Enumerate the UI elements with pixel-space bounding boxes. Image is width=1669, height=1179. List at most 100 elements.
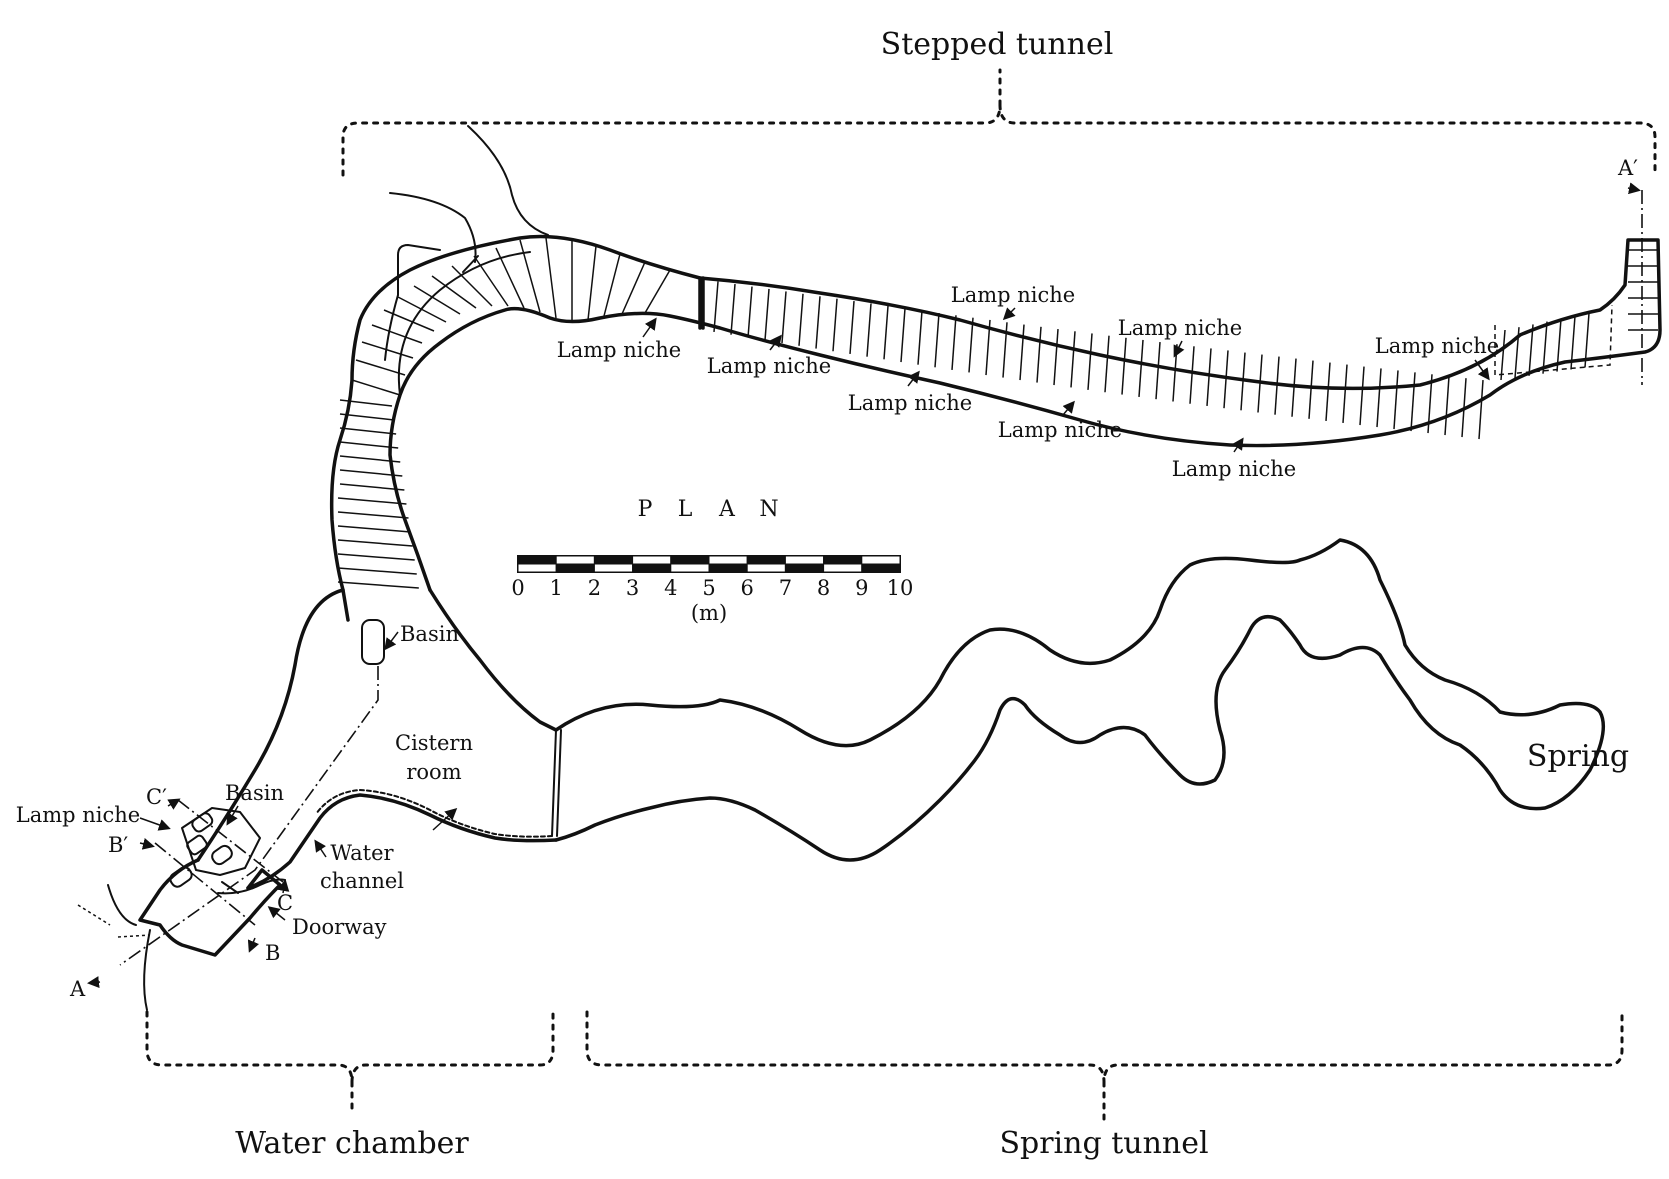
step-line: [968, 317, 974, 373]
step-line: [451, 265, 493, 307]
step-line: [798, 293, 804, 346]
step-line: [1291, 358, 1297, 417]
step-line: [339, 469, 403, 477]
step-line: [644, 269, 671, 314]
step-line: [1257, 354, 1263, 413]
stepped-tunnel-label: Stepped tunnel: [881, 27, 1114, 62]
step-line: [1019, 324, 1025, 381]
lamp-niche-labels: Lamp niche Lamp niche Lamp niche Lamp ni…: [16, 283, 1499, 831]
step-line: [1556, 318, 1562, 372]
scale-segment-bottom: [746, 563, 786, 573]
step-hatching: [337, 237, 1658, 589]
step-line: [495, 247, 525, 309]
scale-segment-top: [670, 555, 710, 565]
scale-tick-label: 2: [588, 576, 601, 600]
step-line: [815, 296, 821, 349]
step-line: [747, 286, 753, 338]
room-label: room: [406, 760, 461, 784]
step-line: [431, 275, 477, 309]
step-line: [900, 308, 906, 363]
scale-tick-label: 9: [855, 576, 868, 600]
scale-unit: (m): [691, 601, 727, 625]
scale-tick-label: 0: [511, 576, 524, 600]
lamp-niche-label-6: Lamp niche: [998, 418, 1122, 442]
step-line: [339, 399, 393, 407]
svg-text:N: N: [759, 497, 780, 522]
step-line: [951, 315, 957, 370]
basin-label-lower: Basin: [225, 781, 284, 805]
scale-segment-top: [746, 555, 786, 565]
scale-segment-top: [632, 555, 672, 565]
scale-tick-label: 5: [702, 576, 715, 600]
cistern-label: Cistern: [395, 731, 473, 755]
step-line: [1206, 348, 1212, 407]
step-line: [849, 301, 855, 355]
step-line: [603, 253, 621, 317]
scale-tick-label: 4: [664, 576, 677, 600]
step-line: [339, 441, 399, 449]
section-c-prime-label: C′: [146, 785, 167, 809]
lamp-niche-label-1: Lamp niche: [557, 338, 681, 362]
step-line: [1121, 337, 1127, 395]
step-line: [1393, 370, 1399, 430]
section-a-label: A: [69, 977, 86, 1001]
step-line: [730, 283, 736, 335]
svg-text:L: L: [678, 497, 695, 522]
step-line: [339, 455, 401, 463]
scale-segment-top: [784, 555, 825, 565]
scale-segment-top: [708, 555, 748, 565]
section-a-prime-label: A′: [1617, 156, 1638, 180]
lamp-niche-label-9: Lamp niche: [16, 803, 140, 827]
step-line: [1427, 374, 1433, 434]
step-line: [339, 413, 395, 421]
step-line: [1138, 339, 1144, 397]
step-line: [1584, 313, 1590, 368]
section-b-label: B: [265, 941, 280, 965]
step-line: [383, 309, 435, 332]
step-line: [473, 255, 509, 307]
step-line: [1514, 327, 1520, 378]
scale-tick-label: 10: [887, 576, 914, 600]
step-line: [1274, 356, 1280, 415]
step-line: [355, 359, 406, 376]
water-chamber: [77, 190, 1643, 1011]
scale-tick-label: 8: [817, 576, 830, 600]
lamp-niche-label-5: Lamp niche: [1118, 316, 1242, 340]
scale-tick-label: 3: [626, 576, 639, 600]
lamp-niche-label-2: Lamp niche: [707, 354, 831, 378]
step-line: [545, 237, 557, 319]
step-line: [371, 324, 423, 344]
step-line: [337, 497, 407, 505]
step-line: [587, 245, 597, 321]
spring-tunnel-bracket: [585, 1010, 1624, 1122]
lamp-niche-label-4: Lamp niche: [848, 391, 972, 415]
step-line: [1359, 366, 1365, 426]
step-line: [621, 261, 646, 315]
step-line: [1325, 362, 1331, 421]
lamp-niche-label-8: Lamp niche: [1375, 334, 1499, 358]
spring-tunnel-label: Spring tunnel: [999, 1126, 1208, 1161]
step-line: [337, 567, 417, 575]
step-line: [351, 379, 401, 396]
step-line: [1410, 372, 1416, 432]
stepped-tunnel-bracket: [341, 68, 1657, 177]
feature-labels: Basin Cistern room Basin Water channel D…: [225, 622, 1629, 939]
step-line: [934, 312, 940, 368]
step-line: [1308, 360, 1314, 419]
channel-label: channel: [320, 869, 404, 893]
step-line: [1223, 350, 1229, 409]
scale-segment-top: [593, 555, 634, 565]
lamp-niche-label-7: Lamp niche: [1172, 457, 1296, 481]
step-line: [519, 239, 541, 313]
scale-segment-top: [823, 555, 863, 565]
scale-segment-top: [861, 555, 901, 565]
step-line: [866, 303, 872, 357]
scale-bar: [517, 555, 901, 573]
scale-segment-bottom: [784, 563, 825, 573]
step-line: [1189, 346, 1195, 404]
section-b-prime-label: B′: [108, 833, 128, 857]
section-c-label: C: [277, 891, 293, 915]
step-line: [781, 291, 787, 344]
step-line: [337, 581, 419, 589]
